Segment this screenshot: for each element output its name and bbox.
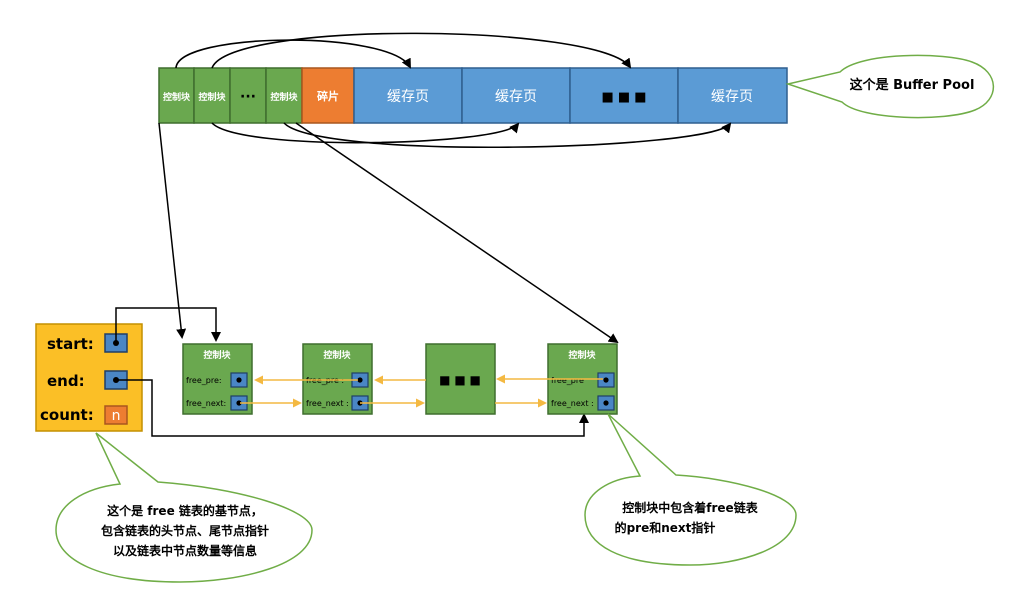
bp-ctrl-label-2: 控制块 — [198, 91, 226, 103]
bp-cell-fragment — [301, 67, 355, 124]
buffer-pool-callout-text: 这个是 Buffer Pool — [850, 77, 975, 93]
arc-ctrl2-page-ellipsis — [211, 32, 632, 69]
base-callout-line-1: 这个是 free 链表的基节点， — [107, 503, 263, 518]
pointer-callout: 控制块中包含着free链表 的pre和next指针 — [584, 413, 797, 566]
bp-fragment-label: 碎片 — [317, 89, 339, 103]
node1-title: 控制块 — [203, 349, 231, 361]
count-slot — [104, 405, 128, 425]
base-count-label: count: — [40, 406, 94, 424]
base-callout-line-2: 包含链表的头节点、尾节点指针 — [100, 523, 269, 538]
bp-cell-page-ellipsis — [569, 67, 679, 124]
start-pointer-arrow — [115, 307, 221, 343]
end-pointer-arrow — [116, 379, 589, 437]
buffer-pool-callout: 这个是 Buffer Pool — [785, 54, 995, 119]
link-ctrl1-node1 — [158, 122, 187, 339]
node2-title: 控制块 — [323, 349, 351, 361]
bp-cell-ctrl-ellipsis — [229, 67, 267, 124]
node2-next-label: free_next : — [306, 399, 349, 408]
bp-mapping-arcs — [175, 32, 732, 149]
free-list-ellipsis-node: ■ ■ ■ — [425, 343, 496, 415]
buffer-pool: 控制块 控制块 ··· 控制块 碎片 缓存页 缓存页 ■ ■ ■ 缓存页 — [158, 67, 788, 124]
bp-page-label-1: 缓存页 — [387, 89, 429, 105]
base-node-callout: 这个是 free 链表的基节点， 包含链表的头节点、尾节点指针 以及链表中节点数… — [55, 432, 313, 583]
free-list-links — [240, 374, 603, 408]
base-end-label: end: — [47, 372, 85, 390]
node1-pre-label: free_pre: — [186, 376, 222, 385]
bp-cell-page-4 — [677, 67, 788, 124]
pointer-callout-line-2: 的pre和next指针 — [615, 520, 716, 535]
node3-next-label: free_next : — [551, 399, 594, 408]
bp-page-label-2: 缓存页 — [495, 89, 537, 105]
bp-ctrl-label-4: 控制块 — [270, 91, 298, 103]
base-node: start: end: count: n — [35, 323, 143, 432]
bp-ctrl-label-1: 控制块 — [163, 91, 191, 103]
base-start-label: start: — [47, 335, 94, 353]
node1-next-label: free_next: — [186, 399, 226, 408]
link-ctrl4-node3 — [295, 122, 619, 344]
arc-ctrl4-page4 — [283, 122, 732, 149]
base-callout-line-3: 以及链表中节点数量等信息 — [113, 543, 257, 558]
arc-ctrl2-page2 — [211, 122, 520, 144]
count-value: n — [112, 408, 121, 424]
bp-page-label-4: 缓存页 — [711, 89, 753, 105]
bp-cell-ctrl-1 — [158, 67, 195, 124]
ctrl-to-node-links — [158, 122, 619, 344]
node3-title: 控制块 — [568, 349, 596, 361]
bp-cell-page-1 — [353, 67, 463, 124]
bp-ctrl-label-ellipsis: ··· — [240, 89, 256, 105]
bp-page-label-ellipsis: ■ ■ ■ — [601, 90, 646, 105]
base-pointers — [115, 307, 589, 437]
node3-pre-label: free_pre — [551, 376, 584, 385]
arc-ctrl1-page1 — [175, 39, 411, 69]
ellipsis-text: ■ ■ ■ — [439, 373, 481, 387]
pointer-callout-line-1: 控制块中包含着free链表 — [622, 500, 758, 515]
